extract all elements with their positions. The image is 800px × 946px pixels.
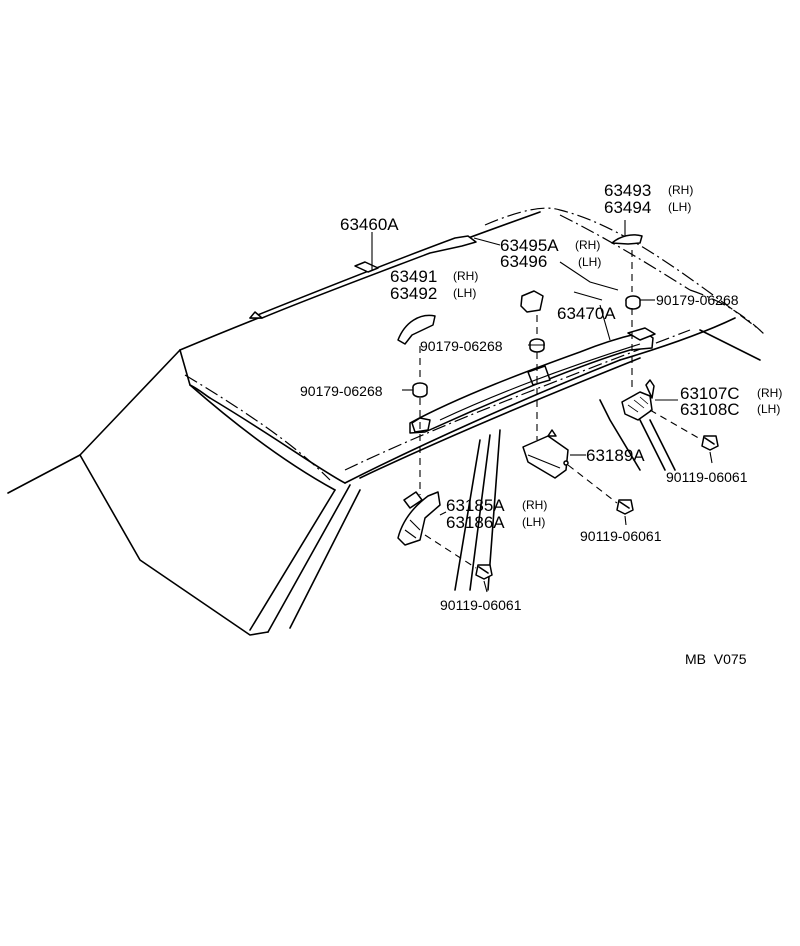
label-63107C: 63107C [680, 384, 740, 403]
label-90119-mid: 90119-06061 [580, 528, 662, 544]
label-63491: 63491 [390, 267, 437, 286]
part-labels: 63460A 63493 (RH) 63494 (LH) 63495A (RH)… [300, 181, 782, 667]
roof-rail-63460A [249, 235, 477, 319]
cover-63493 [611, 234, 643, 245]
label-63108C: 63108C [680, 400, 740, 419]
label-63460A: 63460A [340, 215, 399, 234]
bolt-right [701, 435, 719, 451]
bolt-mid [616, 499, 634, 515]
label-63492-side: (LH) [453, 286, 476, 300]
label-63496: 63496 [500, 252, 547, 271]
label-63186A-side: (LH) [522, 515, 545, 529]
label-63107C-side: (RH) [757, 386, 782, 400]
label-90179-top: 90179-06268 [656, 292, 739, 308]
label-63494: 63494 [604, 198, 651, 217]
label-63493-side: (RH) [668, 183, 693, 197]
diagram-code: MB V075 [685, 651, 747, 667]
assembly-lines [419, 250, 703, 569]
label-90179-mid: 90179-06268 [420, 338, 503, 354]
bracket-63185A [397, 491, 441, 546]
label-63470A: 63470A [557, 304, 616, 323]
label-63189A: 63189A [586, 446, 645, 465]
bolts [475, 435, 719, 580]
bracket-63189A [522, 429, 569, 479]
bracket-63107C [621, 379, 655, 421]
label-63491-side: (RH) [453, 269, 478, 283]
label-63492: 63492 [390, 284, 437, 303]
grommet-top-right [625, 295, 641, 310]
label-90119-right: 90119-06061 [666, 469, 748, 485]
label-63185A: 63185A [446, 496, 505, 515]
label-63495A: 63495A [500, 236, 559, 255]
label-63494-side: (LH) [668, 200, 691, 214]
leader-lines [371, 220, 713, 593]
vehicle-body-outline [7, 211, 761, 636]
label-90179-left: 90179-06268 [300, 383, 383, 399]
label-90119-left: 90119-06061 [440, 597, 522, 613]
pad-63495A [520, 290, 544, 313]
label-63185A-side: (RH) [522, 498, 547, 512]
bolt-left [475, 564, 493, 580]
label-63108C-side: (LH) [757, 402, 780, 416]
label-63186A: 63186A [446, 513, 505, 532]
grommet-left [412, 382, 428, 398]
label-63495A-side: (RH) [575, 238, 600, 252]
label-63496-side: (LH) [578, 255, 601, 269]
label-63493: 63493 [604, 181, 651, 200]
cover-63491 [397, 314, 436, 345]
center-rail-63470A [409, 327, 656, 434]
